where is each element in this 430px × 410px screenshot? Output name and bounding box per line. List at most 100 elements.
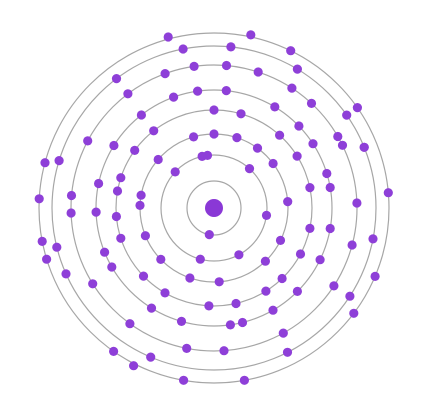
orbit-dot xyxy=(306,98,317,108)
orbit-dot xyxy=(169,92,179,102)
orbit-dot xyxy=(333,131,343,142)
orbit-dot xyxy=(292,286,302,296)
orbit-dot xyxy=(368,234,378,244)
orbit-dot xyxy=(268,158,278,169)
orbit-dot xyxy=(342,110,352,120)
orbit-dot xyxy=(209,105,219,115)
orbit-dot xyxy=(349,308,359,318)
orbit-dot xyxy=(140,231,150,241)
orbit-dot xyxy=(352,198,362,208)
orbit-dot xyxy=(185,273,195,283)
orbit-dot xyxy=(91,207,101,217)
orbit-dot xyxy=(283,197,293,207)
orbit-dot xyxy=(116,173,126,183)
orbit-dot xyxy=(231,298,241,309)
orbit-dot xyxy=(170,167,180,177)
orbit-dot xyxy=(66,190,77,201)
orbit-dot xyxy=(253,67,263,77)
orbit-dot xyxy=(292,151,302,161)
orbit-dot xyxy=(236,109,246,119)
orbit-dot xyxy=(308,139,318,149)
orbit-dot xyxy=(252,143,263,153)
orbit-dot xyxy=(239,375,249,385)
orbit-dot xyxy=(52,242,62,252)
orbit-dot xyxy=(225,320,235,330)
orbit-dot xyxy=(37,236,47,246)
orbit-dot xyxy=(294,121,304,131)
orbit-dot xyxy=(176,316,187,326)
orbit-dot xyxy=(261,210,272,220)
orbit-dot xyxy=(260,256,270,266)
orbit-dot xyxy=(136,110,146,120)
orbit-dot xyxy=(221,60,232,71)
orbit-dot xyxy=(94,178,104,189)
orbit-dot xyxy=(54,156,64,166)
orbit-dot xyxy=(195,254,205,264)
orbit-dot xyxy=(109,140,119,151)
orbit-dot xyxy=(138,271,149,281)
orbit-dot xyxy=(123,89,133,99)
orbit-dot xyxy=(156,254,166,264)
orbit-dot xyxy=(111,211,121,222)
orbit-dot xyxy=(287,83,297,93)
orbit-dot xyxy=(179,375,189,385)
orbit-dot xyxy=(111,74,122,84)
orbit-dot xyxy=(325,182,335,193)
orbit-dot xyxy=(244,164,255,174)
orbit-dot xyxy=(295,249,306,259)
orbit-dot xyxy=(315,255,325,265)
orbit-dot xyxy=(125,319,135,329)
orbit-dot xyxy=(329,281,339,291)
orbit-dot xyxy=(193,86,203,96)
orbit-dot xyxy=(325,223,335,234)
orbit-dot xyxy=(112,186,123,196)
orbit-dot xyxy=(268,305,278,315)
orbit-dot xyxy=(149,126,159,136)
orbit-dot xyxy=(189,61,199,71)
orbit-dot xyxy=(130,145,140,155)
orbit-dot xyxy=(40,158,50,168)
orbit-dot xyxy=(182,343,192,353)
orbit-dot xyxy=(129,361,139,371)
orbit-ring-1 xyxy=(186,180,242,236)
orbit-dot xyxy=(163,32,173,42)
orbit-dot xyxy=(278,328,288,338)
orbit-dot xyxy=(42,254,52,264)
orbit-dot xyxy=(160,288,170,298)
orbit-dot xyxy=(226,42,236,52)
orbit-ring-8 xyxy=(38,32,390,384)
orbit-dot xyxy=(66,208,76,218)
orbit-dot xyxy=(232,133,242,143)
orbit-dot xyxy=(359,142,369,152)
orbit-dot xyxy=(275,130,285,140)
orbit-ring-7 xyxy=(51,45,377,371)
orbit-ring-6 xyxy=(70,64,358,352)
orbit-dot xyxy=(160,69,170,79)
orbit-dot xyxy=(370,271,380,281)
orbit-dot xyxy=(88,279,98,289)
orbit-dot xyxy=(202,150,213,160)
orbit-dot xyxy=(270,102,280,112)
orbit-dot xyxy=(136,190,146,200)
orbit-dot xyxy=(234,250,244,260)
orbit-dot xyxy=(135,200,145,210)
orbit-dot xyxy=(305,183,315,193)
orbit-dot xyxy=(214,277,224,287)
orbit-dot xyxy=(305,223,315,233)
orbit-dot xyxy=(292,64,302,74)
orbit-dot xyxy=(246,30,256,40)
orbit-dot xyxy=(322,168,332,179)
orbit-dot xyxy=(347,240,357,250)
orbit-dot xyxy=(61,269,71,279)
orbit-dot xyxy=(337,140,348,150)
orbit-dot xyxy=(219,346,229,356)
orbit-dot xyxy=(204,301,214,311)
orbit-dot xyxy=(286,46,296,56)
orbit-dot xyxy=(189,132,199,142)
orbit-dot xyxy=(116,233,126,243)
orbit-dot xyxy=(345,291,355,301)
orbit-dot xyxy=(107,262,117,272)
orbit-dot xyxy=(109,346,119,356)
orbit-dot xyxy=(146,303,157,313)
